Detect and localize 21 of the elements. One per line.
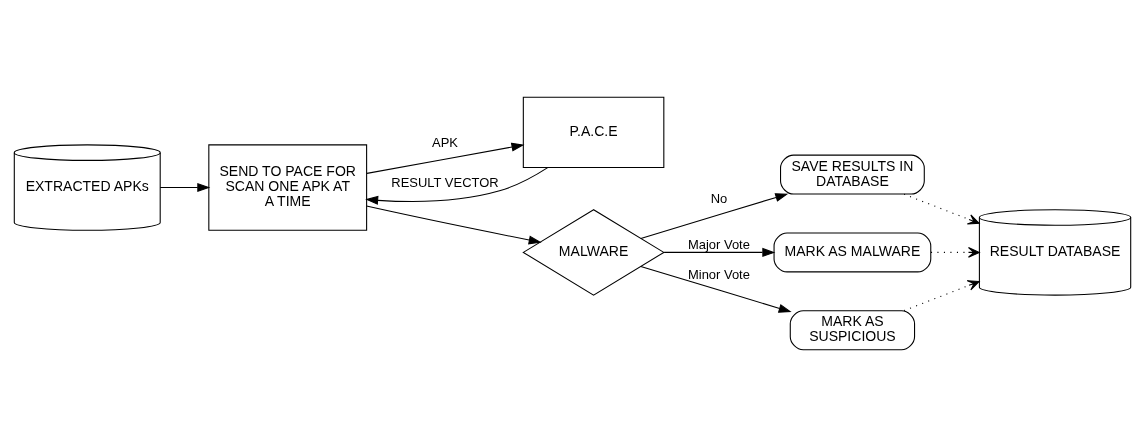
arrow (930, 247, 980, 258)
node-box: MARK AS MALWARE (773, 232, 932, 273)
arrow (640, 265, 792, 313)
arrow (366, 205, 542, 245)
arrow (663, 247, 776, 257)
node-box: SAVE RESULTS IN DATABASE (780, 154, 925, 195)
arrow (640, 193, 789, 239)
node-box: P.A.C.E (522, 96, 665, 169)
edge-label: Major Vote (687, 236, 750, 252)
edge-label: Minor Vote (687, 267, 750, 282)
arrow (159, 183, 211, 193)
node-box: SEND TO PACE FOR SCAN ONE APK AT A TIME (208, 144, 368, 231)
edge-label: APK (432, 135, 458, 151)
arrow (365, 167, 549, 205)
arrow (903, 280, 980, 312)
arrow (903, 193, 980, 225)
node-box: MARK AS SUSPICIOUS (789, 310, 916, 351)
edge-label: RESULT VECTOR (391, 175, 499, 191)
arrow (366, 142, 525, 174)
node-diamond: MALWARE (522, 209, 665, 296)
edge-label: No (710, 191, 728, 207)
